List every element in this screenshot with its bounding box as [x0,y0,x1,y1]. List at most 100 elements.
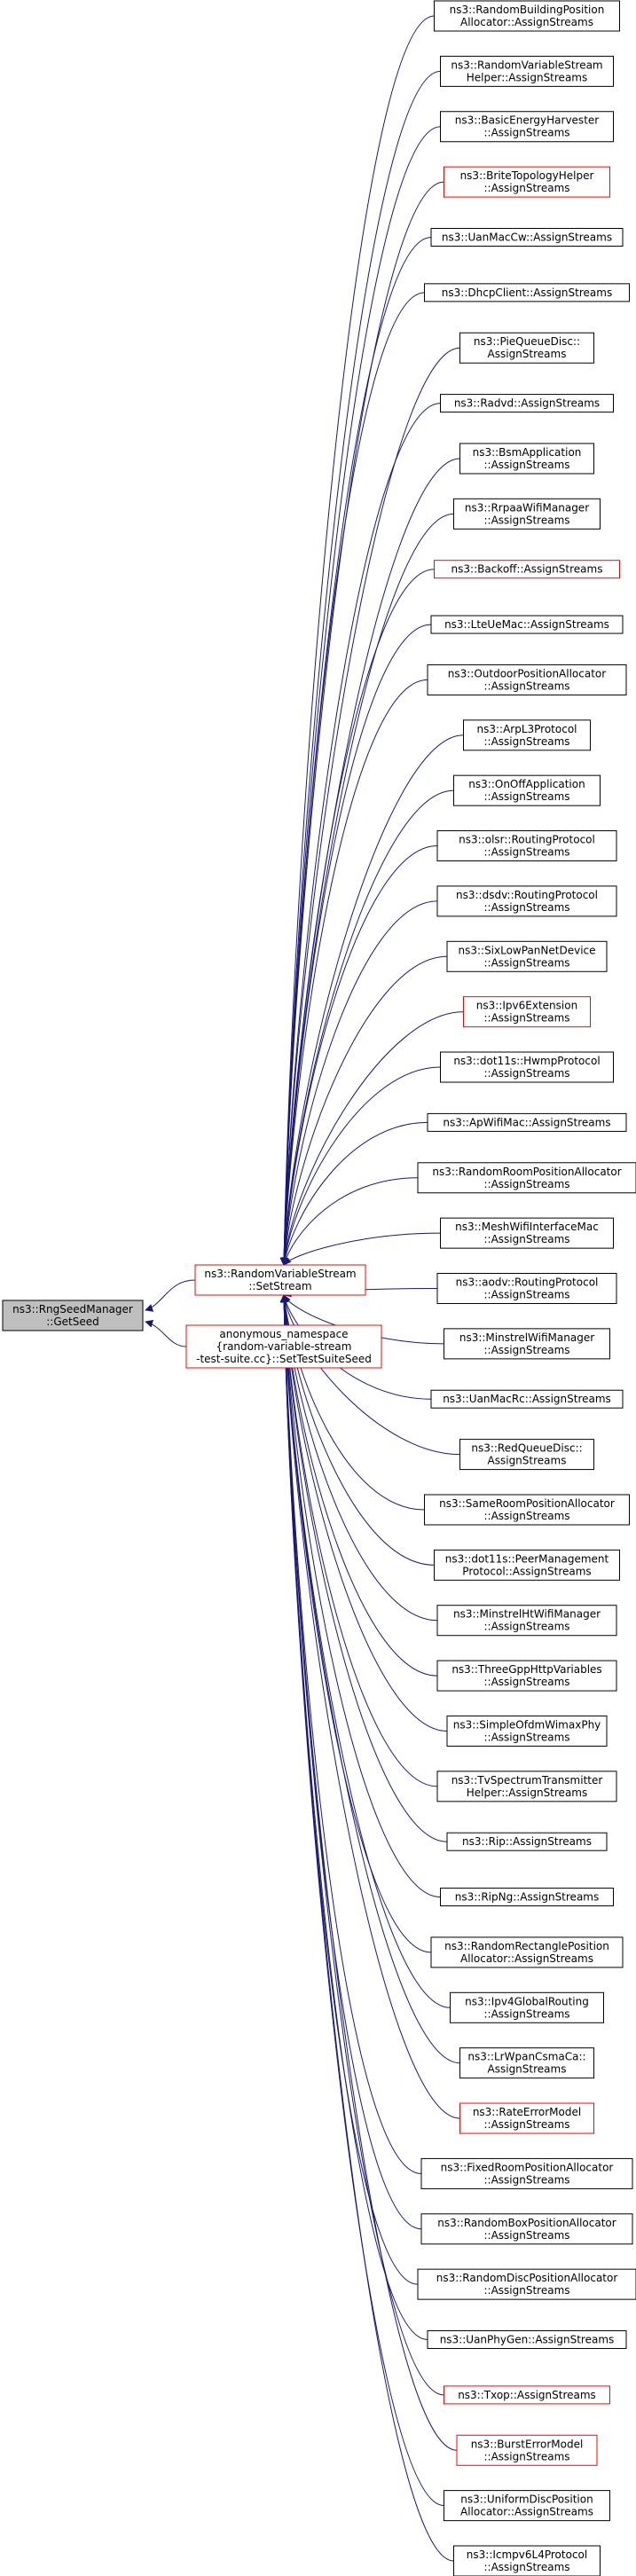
node-ns3-sameroompositionallocator-assignstreams[interactable]: ns3::SameRoomPositionAllocator::AssignSt… [424,1494,630,1526]
node-label: anonymous_namespace [219,1328,348,1340]
node-box [440,1051,614,1083]
node-ns3-radvd-assignstreams[interactable]: ns3::Radvd::AssignStreams [440,394,614,413]
node-label: AssignStreams [488,1455,567,1467]
node-ns3-aodv-routingprotocol-assignstreams[interactable]: ns3::aodv::RoutingProtocol::AssignStream… [436,1273,617,1304]
node-ns3-arpl3protocol-assignstreams[interactable]: ns3::ArpL3Protocol::AssignStreams [463,719,591,751]
node-ns3-fixedroompositionallocator-assignstreams[interactable]: ns3::FixedRoomPositionAllocator::AssignS… [420,2157,633,2189]
node-ns3-lteuemac-assignstreams[interactable]: ns3::LteUeMac::AssignStreams [430,615,624,634]
node-label: ::AssignStreams [483,790,569,803]
node-ns3-rateerrormodel-assignstreams[interactable]: ns3::RateErrorModel::AssignStreams [459,2102,594,2134]
node-ns3-ripng-assignstreams[interactable]: ns3::RipNg::AssignStreams [440,1888,614,1907]
node-ns3-bursterrormodel-assignstreams[interactable]: ns3::BurstErrorModel::AssignStreams [456,2434,598,2466]
node-box [459,1439,594,1471]
node-box [453,774,601,806]
node-box [185,1324,382,1369]
node-ns3-uniformdiscpositionallocator-assignstreams[interactable]: ns3::UniformDiscPositionAllocator::Assig… [444,2490,610,2522]
edge-caller-9 [279,513,454,1266]
node-label: ::AssignStreams [483,1289,569,1301]
node-ns3-redqueuedisc-assignstreams[interactable]: ns3::RedQueueDisc::AssignStreams [459,1439,594,1471]
node-ns3-randombuildingpositionallocator-assignstreams[interactable]: ns3::RandomBuildingPositionAllocator::As… [434,0,620,32]
node-ns3-minstrelhtwifimanager-assignstreams[interactable]: ns3::MinstrelHtWifiManager::AssignStream… [436,1605,617,1637]
node-label: ::AssignStreams [483,2007,569,2020]
node-label: ns3::RateErrorModel [473,2106,581,2118]
node-ns3-randomroompositionallocator-assignstreams[interactable]: ns3::RandomRoomPositionAllocator::Assign… [417,1162,636,1194]
node-ns3-dot11s-peermanagementprotocol-assignstreams[interactable]: ns3::dot11s::PeerManagementProtocol::Ass… [434,1549,620,1581]
node-box [463,996,591,1028]
node-ns3-randomvariablestream-setstream[interactable]: ns3::RandomVariableStream::SetStream [194,1264,366,1296]
edge-caller-46 [279,1294,454,2562]
node-box [430,1389,624,1409]
node-label: ns3::SixLowPanNetDevice [458,944,595,956]
node-box [459,332,594,364]
node-label: ns3::UniformDiscPosition [460,2494,593,2506]
node-label: ns3::RrpaaWifiManager [465,501,589,514]
node-ns3-rip-assignstreams[interactable]: ns3::Rip::AssignStreams [446,1832,608,1851]
node-ns3-simpleofdmwimaxphy-assignstreams[interactable]: ns3::SimpleOfdmWimaxPhy::AssignStreams [446,1715,608,1747]
node-ns3-olsr-routingprotocol-assignstreams[interactable]: ns3::olsr::RoutingProtocol::AssignStream… [436,830,617,862]
node-ns3-tvspectrumtransmitterhelper-assignstreams[interactable]: ns3::TvSpectrumTransmitterHelper::Assign… [436,1771,617,1802]
node-ns3-lrwpancsmaca-assignstreams[interactable]: ns3::LrWpanCsmaCa::AssignStreams [459,2047,594,2079]
node-box [444,2490,610,2522]
edge-caller-21 [281,1177,419,1266]
node-label: ns3::ThreeGppHttpVariables [451,1663,601,1676]
node-label: ns3::Radvd::AssignStreams [454,397,600,410]
node-box [440,394,614,413]
node-label: AssignStreams [488,2063,567,2076]
node-label: ::AssignStreams [483,2229,569,2242]
node-ns3-uanmaccw-assignstreams[interactable]: ns3::UanMacCw::AssignStreams [430,227,624,247]
node-label: ns3::BsmApplication [473,446,582,459]
node-ns3-randomboxpositionallocator-assignstreams[interactable]: ns3::RandomBoxPositionAllocator::AssignS… [420,2213,633,2245]
node-ns3-backoff-assignstreams[interactable]: ns3::Backoff::AssignStreams [434,560,620,579]
node-box [444,166,610,198]
node-ns3-randomdiscpositionallocator-assignstreams[interactable]: ns3::RandomDiscPositionAllocator::Assign… [417,2268,636,2300]
node-ns3-piequeuedisc-assignstreams[interactable]: ns3::PieQueueDisc::AssignStreams [459,332,594,364]
node-label: AssignStreams [488,348,567,360]
node-ns3-apwifimac-assignstreams[interactable]: ns3::ApWifiMac::AssignStreams [427,1112,627,1132]
edge-caller-19 [280,1066,441,1266]
node-ns3-minstrelwifimanager-assignstreams[interactable]: ns3::MinstrelWifiManager::AssignStreams [444,1328,610,1360]
node-ns3-dhcpclient-assignstreams[interactable]: ns3::DhcpClient::AssignStreams [424,283,630,302]
node-ns3-britetopologyhelper-assignstreams[interactable]: ns3::BriteTopologyHelper::AssignStreams [444,166,610,198]
node-ns3-uanmacrc-assignstreams[interactable]: ns3::UanMacRc::AssignStreams [430,1389,624,1409]
node-ns3-randomvariablestreamhelper-assignstreams[interactable]: ns3::RandomVariableStreamHelper::AssignS… [440,55,614,87]
node-ns3-ipv6extension-assignstreams[interactable]: ns3::Ipv6Extension::AssignStreams [463,996,591,1028]
node-label: ns3::PieQueueDisc:: [474,335,580,348]
node-ns3-dot11s-hwmpprotocol-assignstreams[interactable]: ns3::dot11s::HwmpProtocol::AssignStreams [440,1051,614,1083]
node-label: ::AssignStreams [483,901,569,914]
edge-caller-15 [279,845,438,1266]
node-label: ns3::dsdv::RoutingProtocol [456,889,598,901]
node-ns3-threegpphttpvariables-assignstreams[interactable]: ns3::ThreeGppHttpVariables::AssignStream… [436,1660,617,1692]
node-ns3-rrpaawifimanager-assignstreams[interactable]: ns3::RrpaaWifiManager::AssignStreams [453,498,601,530]
node-label: ::AssignStreams [483,679,569,692]
node-box [436,830,617,862]
node-ns3-outdoorpositionallocator-assignstreams[interactable]: ns3::OutdoorPositionAllocator::AssignStr… [427,664,627,695]
node-label: ns3::TvSpectrumTransmitter [451,1774,603,1787]
node-anonymous-namespace-random-variable-stream-test-suite-cc-settestsuiteseed[interactable]: anonymous_namespace{random-variable-stre… [185,1324,382,1369]
node-ns3-ipv4globalrouting-assignstreams[interactable]: ns3::Ipv4GlobalRouting::AssignStreams [450,1991,604,2023]
edge-caller-11 [279,624,432,1266]
node-ns3-icmpv6l4protocol-assignstreams[interactable]: ns3::Icmpv6L4Protocol::AssignStreams [453,2545,601,2576]
node-ns3-meshwifiinterfacemac-assignstreams[interactable]: ns3::MeshWifiInterfaceMac::AssignStreams [440,1217,614,1249]
node-ns3-rngseedmanager-getseed[interactable]: ns3::RngSeedManager::GetSeed [2,1300,144,1331]
node-box [430,615,624,634]
node-ns3-randomrectanglepositionallocator-assignstreams[interactable]: ns3::RandomRectanglePositionAllocator::A… [430,1936,624,1968]
node-ns3-bsmapplication-assignstreams[interactable]: ns3::BsmApplication::AssignStreams [459,443,594,475]
edge-caller-39 [279,1294,422,2174]
node-ns3-basicenergyharvester-assignstreams[interactable]: ns3::BasicEnergyHarvester::AssignStreams [440,111,614,143]
node-label: ::AssignStreams [483,1178,569,1190]
node-ns3-dsdv-routingprotocol-assignstreams[interactable]: ns3::dsdv::RoutingProtocol::AssignStream… [436,885,617,917]
node-label: ns3::LteUeMac::AssignStreams [444,618,609,631]
node-ns3-uanphygen-assignstreams[interactable]: ns3::UanPhyGen::AssignStreams [427,2330,627,2350]
node-box [456,2434,598,2466]
node-box [444,1328,610,1360]
node-ns3-txop-assignstreams[interactable]: ns3::Txop::AssignStreams [444,2385,610,2405]
node-label: Allocator::AssignStreams [460,2506,593,2518]
node-label: Allocator::AssignStreams [460,1952,593,1965]
edge-caller-36 [279,1294,451,2008]
node-label: ::SetStream [248,1280,311,1292]
node-box [417,2268,636,2300]
node-ns3-sixlowpannetdevice-assignstreams[interactable]: ns3::SixLowPanNetDevice::AssignStreams [446,940,608,972]
node-ns3-onoffapplication-assignstreams[interactable]: ns3::OnOffApplication::AssignStreams [453,774,601,806]
node-box [463,719,591,751]
